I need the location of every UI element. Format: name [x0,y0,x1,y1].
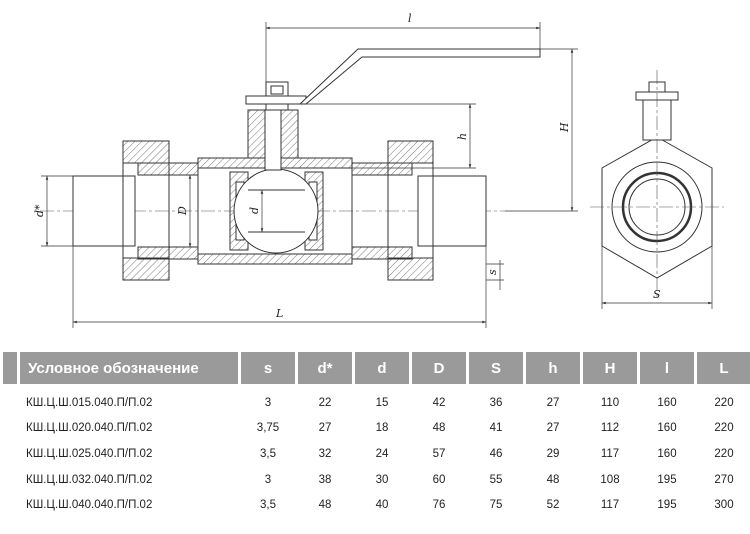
right-union-nut-top [387,140,434,164]
cell-S: 41 [489,422,503,435]
header-S: S [469,352,523,384]
dim-label-L: L [275,307,283,320]
cell-h: 48 [546,473,560,486]
right-pipe-stub [417,175,487,247]
table-row: КШ.Ц.Ш.020.040.П/П.02 3,75 27 18 48 41 2… [3,416,750,442]
cell-d: 15 [375,396,389,409]
cell-D: 57 [432,447,446,460]
cell-H: 117 [600,499,620,512]
right-union-nut-bottom [387,257,434,281]
valve-technical-drawing: l H h D d d* s L S [33,12,724,328]
header-edge [3,352,17,384]
cell-designation: КШ.Ц.Ш.015.040.П/П.02 [26,396,153,409]
cell-D: 76 [432,499,446,512]
cell-l: 195 [657,473,677,486]
cell-D: 42 [432,396,446,409]
body-bottom-wall [197,253,353,265]
cell-designation: КШ.Ц.Ш.020.040.П/П.02 [26,422,153,435]
table-row: КШ.Ц.Ш.040.040.П/П.02 3,5 48 40 76 75 52… [3,492,750,518]
spec-table-body: КШ.Ц.Ш.015.040.П/П.02 3 22 15 42 36 27 1… [3,384,750,518]
cell-S: 36 [489,396,503,409]
cell-designation: КШ.Ц.Ш.040.040.П/П.02 [26,499,153,512]
dim-label-D: D [176,206,189,216]
header-s: s [241,352,295,384]
header-d-star: d* [298,352,352,384]
cell-s: 3 [264,473,272,486]
cell-L: 300 [714,499,734,512]
cell-S: 46 [489,447,503,460]
cell-L: 220 [714,422,734,435]
handle-lever [298,48,541,105]
cell-h: 27 [546,396,560,409]
cell-d-star: 27 [318,422,332,435]
cell-l: 160 [657,396,677,409]
header-h: h [526,352,580,384]
left-pipe-stub [72,175,136,247]
cell-l: 195 [657,499,677,512]
cell-s: 3,5 [260,499,276,512]
cell-h: 27 [546,422,560,435]
cell-d-star: 48 [318,499,332,512]
cell-d-star: 32 [318,447,332,460]
cell-L: 220 [714,396,734,409]
cell-l: 160 [657,447,677,460]
cell-d: 40 [375,499,389,512]
left-union-nut-top [122,140,170,164]
valve-side-view [590,70,724,300]
cell-L: 220 [714,447,734,460]
cell-l: 160 [657,422,677,435]
table-row: КШ.Ц.Ш.032.040.П/П.02 3 38 30 60 55 48 1… [3,467,750,493]
cell-d: 24 [375,447,389,460]
cell-d-star: 22 [318,396,332,409]
dim-label-l: l [408,12,412,25]
left-union-nut-bottom [122,257,170,281]
header-D: D [412,352,466,384]
header-l: l [640,352,694,384]
dim-label-h: h [456,133,469,140]
cell-s: 3,75 [256,422,280,435]
dim-label-d-star: d* [33,204,46,217]
cell-L: 270 [714,473,734,486]
header-designation: Условное обозначение [20,352,238,384]
cell-designation: КШ.Ц.Ш.025.040.П/П.02 [26,447,153,460]
ball [233,168,319,254]
cell-designation: КШ.Ц.Ш.032.040.П/П.02 [26,473,153,486]
cell-s: 3 [264,396,272,409]
header-H: H [583,352,637,384]
header-row: Условное обозначение s d* d D S h H l L [3,352,750,384]
handle-plate [245,95,307,105]
cell-S: 55 [489,473,503,486]
cell-d-star: 38 [318,473,332,486]
dimension-lines [41,22,713,328]
cell-D: 60 [432,473,446,486]
cell-H: 108 [600,473,620,486]
table-row: КШ.Ц.Ш.025.040.П/П.02 3,5 32 24 57 46 29… [3,441,750,467]
dim-label-s: s [486,269,499,275]
cell-h: 52 [546,499,560,512]
spec-table-header: Условное обозначение s d* d D S h H l L [3,352,750,384]
cell-h: 29 [546,447,560,460]
cell-s: 3,5 [260,447,276,460]
header-L: L [697,352,750,384]
table-row: КШ.Ц.Ш.015.040.П/П.02 3 22 15 42 36 27 1… [3,384,750,416]
dim-label-d: d [248,207,261,214]
header-d: d [355,352,409,384]
spec-table: Условное обозначение s d* d D S h H l L … [0,352,750,518]
cell-d: 18 [375,422,389,435]
cell-S: 75 [489,499,503,512]
valve-section-view [40,48,541,281]
cell-D: 48 [432,422,446,435]
cell-H: 112 [600,422,620,435]
cell-H: 110 [600,396,620,409]
cell-d: 30 [375,473,389,486]
cell-H: 117 [600,447,620,460]
dim-label-S: S [653,288,661,301]
dim-label-H: H [558,122,571,133]
